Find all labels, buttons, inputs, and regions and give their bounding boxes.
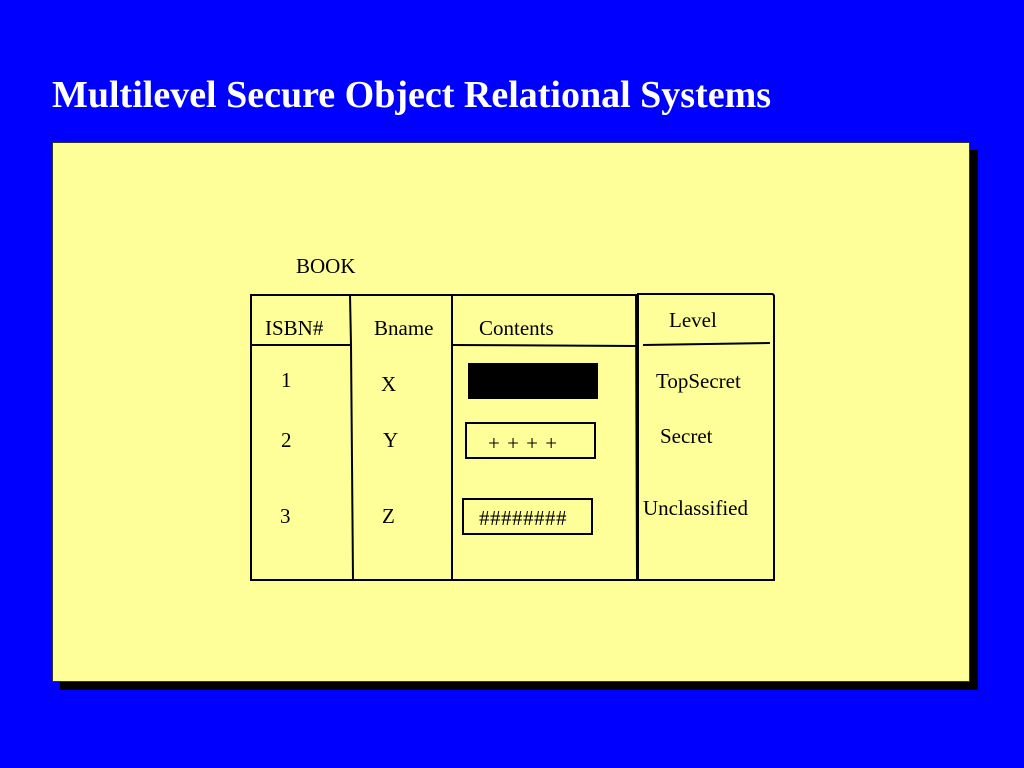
content-panel: [52, 142, 970, 682]
header-contents: Contents: [479, 316, 554, 340]
header-level: Level: [669, 308, 717, 332]
contents-box-secret: [465, 422, 596, 459]
header-bname: Bname: [374, 316, 434, 340]
header-separator-contents: [451, 344, 637, 347]
column-divider-1: [349, 294, 354, 581]
contents-redacted-topsecret: [468, 363, 598, 399]
row2-isbn: 2: [281, 428, 292, 452]
contents-box-unclassified: [462, 498, 593, 535]
row3-contents: ########: [479, 506, 567, 530]
row2-bname: Y: [383, 428, 399, 452]
row2-contents: + + + +: [488, 431, 559, 455]
header-isbn: ISBN#: [265, 316, 324, 340]
row1-bname: X: [381, 372, 397, 396]
row1-isbn: 1: [281, 368, 292, 392]
table-outline-level: [637, 293, 775, 581]
slide-title: Multilevel Secure Object Relational Syst…: [52, 74, 772, 116]
table-name-label: BOOK: [296, 254, 356, 278]
row3-isbn: 3: [280, 504, 291, 528]
row3-bname: Z: [382, 504, 395, 528]
header-separator-level: [642, 342, 771, 346]
row2-level: Secret: [660, 424, 713, 448]
row3-level: Unclassified: [643, 496, 748, 520]
row1-level: TopSecret: [656, 369, 741, 393]
